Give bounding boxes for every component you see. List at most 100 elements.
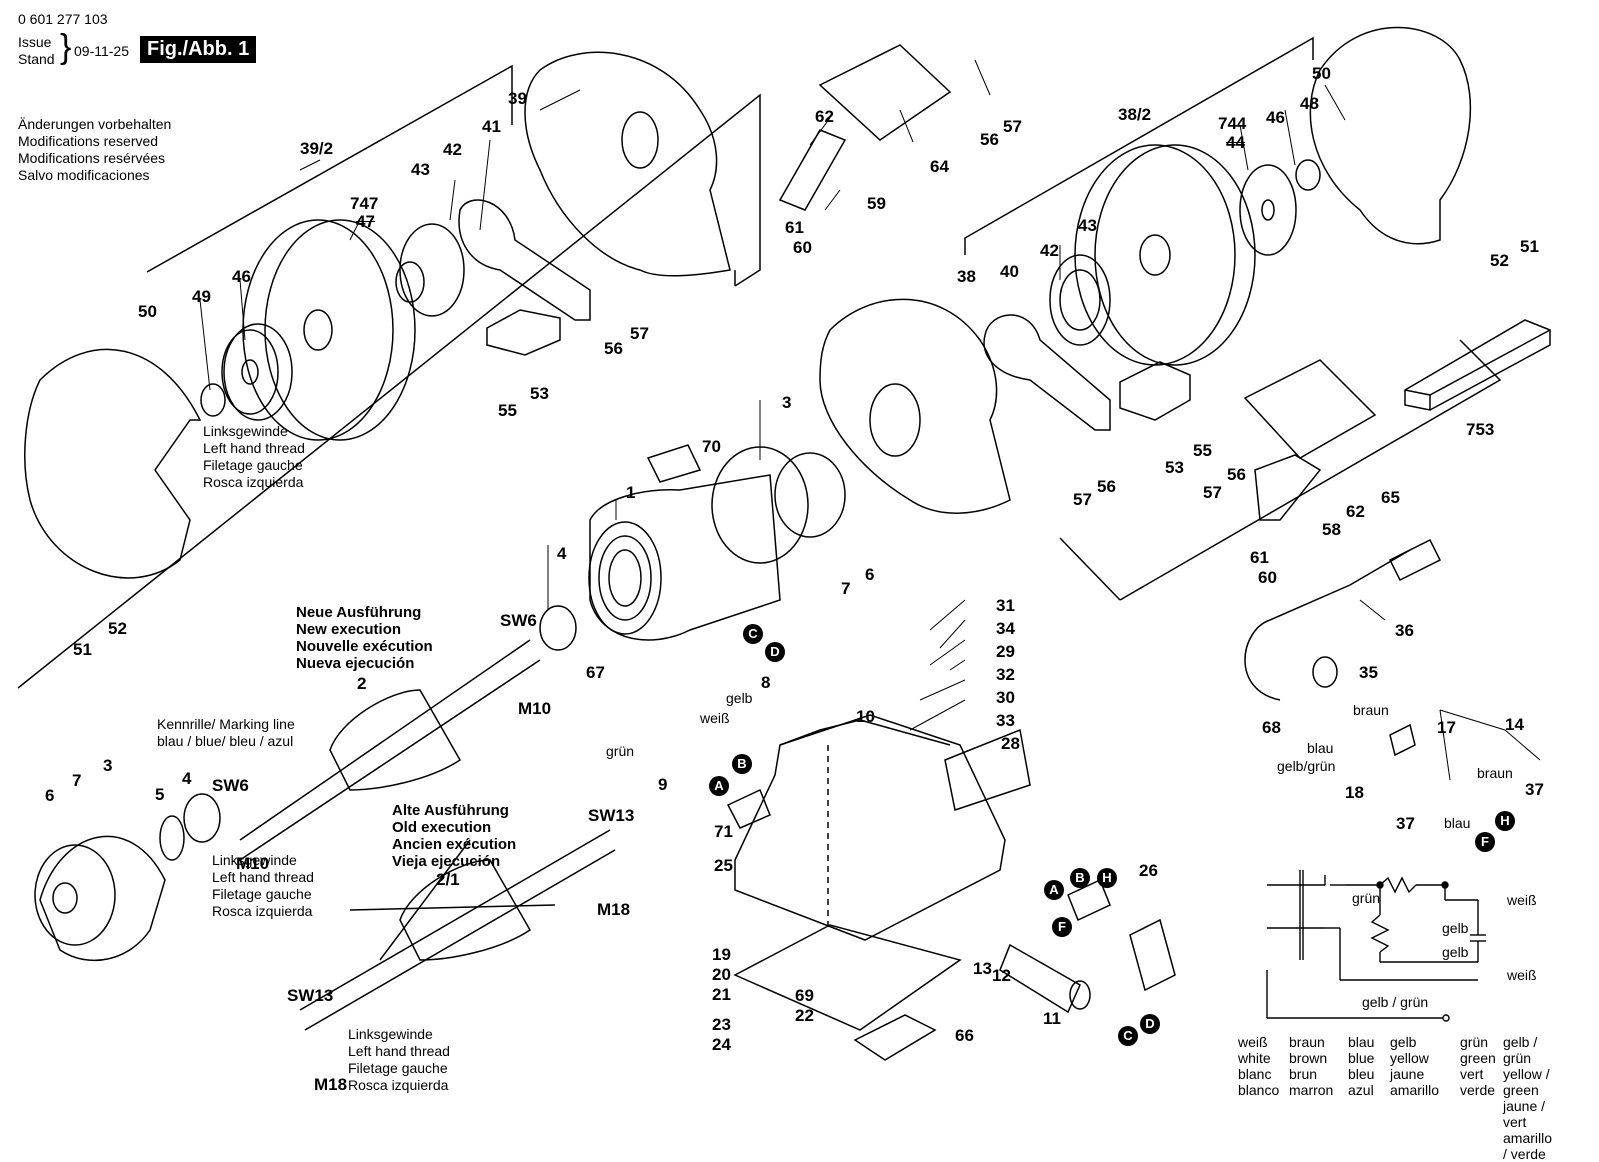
note-marking-colors: blau / blue/ bleu / azul [157,733,294,749]
part-17: 17 [1437,718,1456,737]
part-6-lower: 6 [45,786,55,805]
part-60-right: 60 [1258,568,1277,587]
part-56-top: 56 [980,130,999,149]
schematic-gelbgruen: gelb / grün [1362,994,1429,1010]
switch-cover [1129,918,1176,992]
part-49: 49 [192,287,211,306]
part-36: 36 [1395,621,1414,640]
part-25: 25 [714,856,733,875]
part-46-right: 46 [1266,108,1285,127]
note-modifications-fr: Modifications resérvées [18,150,166,166]
part-59: 59 [867,194,886,213]
part-1: 1 [626,483,636,502]
armature-old [299,829,616,1031]
power-cable [1244,549,1411,701]
part-34: 34 [996,619,1015,638]
note-modifications-en: Modifications reserved [18,133,159,149]
right-inner-flange [1049,254,1111,346]
label-70 [646,444,702,483]
legend-marron: marron [1289,1082,1334,1098]
part-35: 35 [1359,663,1378,682]
right-nut [1295,159,1321,191]
note-left-thread-b-en: Left hand thread [212,869,314,885]
left-wheel-assembly-frame [17,64,761,689]
left-grinding-wheel [242,219,416,441]
badge-f-cable: F [1475,832,1495,852]
left-eye-shield [818,44,952,141]
left-flange [221,323,293,421]
part-70: 70 [702,437,721,456]
legend-brown: brown [1289,1050,1328,1066]
part-64: 64 [930,157,949,176]
left-wheel-guard [24,348,202,579]
legend-col-white: weiß white blanc blanco [1238,1034,1279,1098]
part-52-left: 52 [108,619,127,638]
part-23: 23 [712,1015,731,1034]
part-39: 39 [508,89,527,108]
issue-label: Issue [18,34,52,50]
part-747: 747 [350,194,379,213]
legend-blau: blau [1348,1034,1375,1050]
part-2-1: 2/1 [436,870,460,889]
legend-gelb: gelb [1390,1034,1417,1050]
left-inner-flange [395,223,465,317]
part-39-2: 39/2 [300,139,334,158]
part-62-right: 62 [1346,502,1365,521]
part-12: 12 [992,966,1011,985]
stand-label: Stand [18,51,55,67]
part-51-left: 51 [73,640,92,659]
label-71 [726,788,771,829]
part-19: 19 [712,945,731,964]
part-14: 14 [1505,715,1524,734]
part-9: 9 [658,775,668,794]
part-18: 18 [1345,783,1364,802]
part-56-mid: 56 [1097,477,1116,496]
label-66 [853,1014,937,1061]
note-new-execution-fr: Nouvelle exécution [296,638,433,655]
circlip [159,815,185,861]
part-56-left: 56 [604,339,623,358]
legend-yellow-green: yellow / green [1503,1066,1550,1098]
part-31: 31 [996,596,1015,615]
wire-blau-b: blau [1444,815,1471,831]
legend-azul: azul [1348,1082,1374,1098]
leader-lines [199,59,1541,781]
part-37-lower: 37 [1396,814,1415,833]
note-left-thread-b-fr: Filetage gauche [212,886,312,902]
legend-amarillo-verde: amarillo / verde [1503,1130,1553,1162]
label-28 [944,728,1031,811]
part-55-right: 55 [1193,441,1212,460]
badge-a-switch: A [1044,880,1064,900]
note-old-execution-es: Vieja ejecución [392,853,501,870]
badge-f-switch: F [1052,917,1072,937]
legend-green: green [1460,1050,1496,1066]
part-60-left: 60 [793,238,812,257]
part-58: 58 [1322,520,1341,539]
part-sw6-lower: SW6 [212,776,249,795]
part-sw6-upper: SW6 [500,611,537,630]
right-grinding-wheel [1074,144,1256,366]
part-m10-lower: M10 [236,854,270,873]
part-m18-lower: M18 [314,1075,348,1094]
capacitor [999,943,1091,1014]
part-48: 48 [1300,94,1319,113]
part-56-right: 56 [1227,465,1246,484]
end-shield-left [34,835,166,962]
legend-col-blue: blau blue bleu azul [1348,1034,1374,1098]
note-new-execution-es: Nueva ejecución [296,655,415,672]
badge-d-motor: D [765,642,785,662]
terminal-block [1389,723,1416,757]
legend-col-green: grün green vert verde [1460,1034,1496,1098]
badge-h-cable: H [1495,811,1515,831]
left-nut [200,383,226,417]
part-57-top: 57 [1003,117,1022,136]
figure-label: Fig./Abb. 1 [140,36,257,63]
part-55-left: 55 [498,401,517,420]
part-8: 8 [761,673,771,692]
schematic-weiss-top: weiß [1507,892,1537,908]
legend-blue: blue [1348,1050,1375,1066]
part-32: 32 [996,665,1015,684]
left-spark-guard [778,129,847,211]
wire-weiss: weiß [700,710,730,726]
part-53-left: 53 [530,384,549,403]
